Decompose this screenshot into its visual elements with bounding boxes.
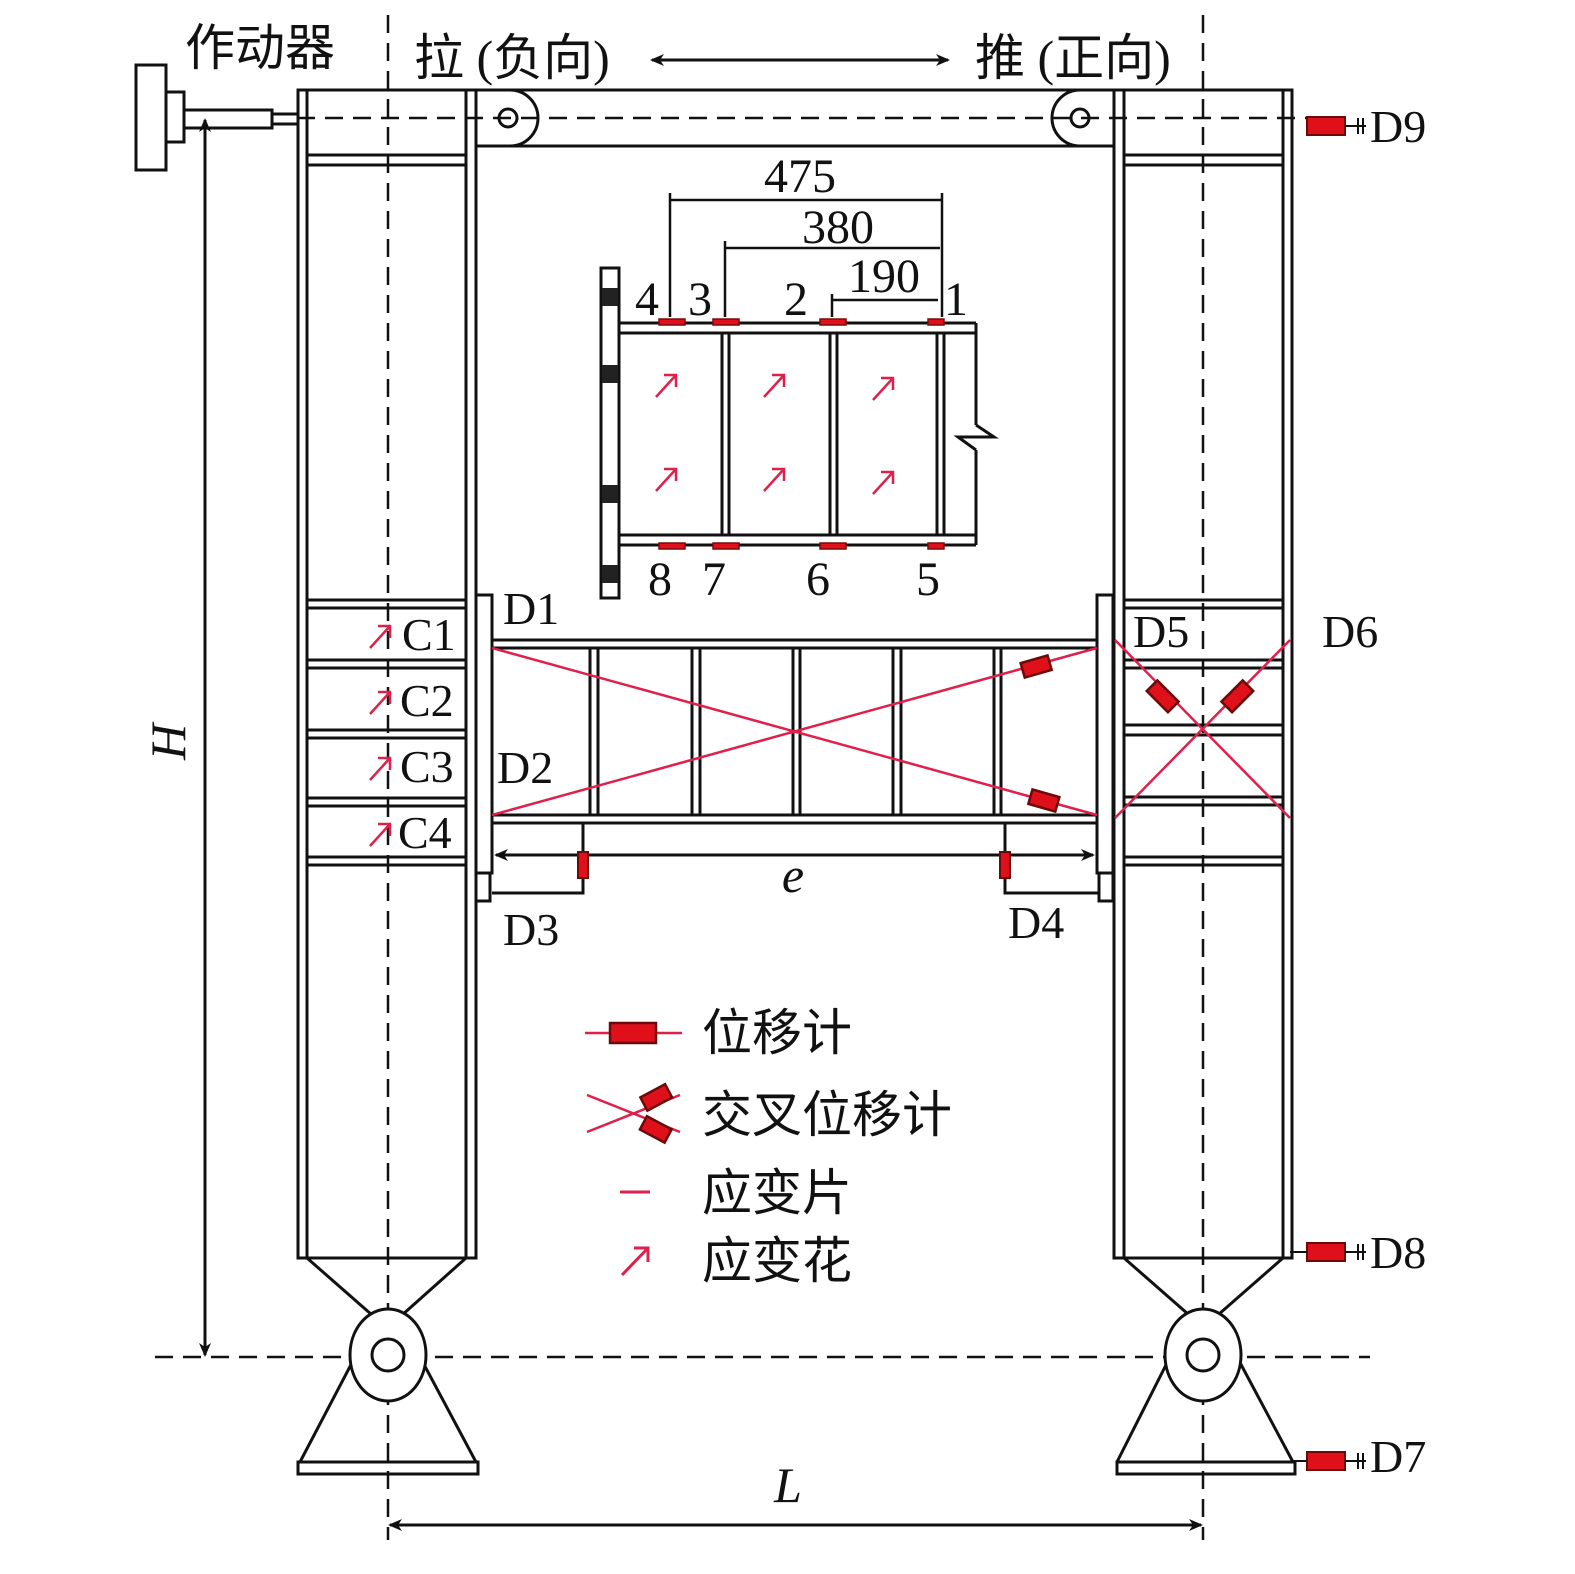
right-column [1112, 88, 1294, 1260]
d3-label: D3 [503, 904, 559, 955]
d8-label: D8 [1370, 1227, 1426, 1278]
rosette-c3-label: C3 [400, 741, 454, 792]
d7-meter-icon [1293, 1451, 1366, 1471]
dimension-475: 475 [764, 150, 836, 203]
link-cross-lines [491, 646, 1098, 817]
inset-rosettes [655, 373, 895, 495]
rosette-c2-label: C2 [400, 675, 454, 726]
actuator-label: 作动器 [185, 20, 335, 76]
height-dimension-label: H [140, 721, 196, 761]
d1-label: D1 [503, 583, 559, 634]
gauge-1-label: 1 [944, 273, 968, 326]
gauge-6-label: 6 [806, 553, 830, 606]
dimension-380: 380 [802, 201, 874, 254]
legend-displacement-meter-icon [585, 1021, 682, 1045]
column-rosettes [369, 624, 392, 847]
d5-label: D5 [1133, 606, 1189, 657]
inset-strain-gauges [658, 318, 945, 550]
gauge-8-label: 8 [648, 553, 672, 606]
column-cross-meters [1144, 678, 1256, 715]
span-dimension-label: L [773, 1457, 802, 1513]
column-cross-lines [1114, 639, 1291, 819]
left-hinge [296, 1256, 480, 1476]
shear-link-specimen [474, 593, 1115, 903]
e-dimension-label: e [782, 847, 804, 903]
d3-meter [492, 823, 589, 895]
d9-label: D9 [1370, 101, 1426, 152]
legend-cross-displacement-meter-label: 交叉位移计 [702, 1087, 952, 1143]
gauge-5-label: 5 [916, 553, 940, 606]
inset-bolts [602, 288, 618, 583]
legend-cross-displacement-meter-icon [586, 1082, 681, 1145]
gauge-3-label: 3 [688, 273, 712, 326]
rosette-c1-label: C1 [402, 609, 456, 660]
legend: 位移计 交叉位移计 应变片 应变花 [585, 1005, 952, 1289]
d8-meter-icon [1290, 1242, 1366, 1262]
d7-label: D7 [1370, 1431, 1426, 1482]
inset-link-detail [599, 266, 999, 600]
d2-label: D2 [497, 742, 553, 793]
d4-label: D4 [1008, 897, 1064, 948]
right-hinge [1115, 1256, 1297, 1476]
d9-meter-icon [1306, 116, 1366, 136]
push-direction-label: 推 (正向) [975, 30, 1171, 86]
left-column [296, 88, 478, 1260]
legend-strain-rosette-label: 应变花 [702, 1233, 852, 1289]
rosette-c4-label: C4 [398, 807, 452, 858]
legend-strain-gauge-label: 应变片 [702, 1165, 852, 1221]
gauge-2-label: 2 [784, 273, 808, 326]
link-cross-meters [1019, 653, 1061, 814]
gauge-7-label: 7 [702, 553, 726, 606]
top-link-beam [476, 88, 1114, 148]
actuator-icon [134, 63, 300, 172]
d6-label: D6 [1322, 606, 1378, 657]
gauge-4-label: 4 [635, 273, 659, 326]
legend-strain-rosette-icon [620, 1246, 650, 1277]
pull-direction-label: 拉 (负向) [414, 30, 610, 86]
d4-meter [999, 823, 1099, 895]
dimension-190: 190 [848, 250, 920, 303]
inset-dimension-lines [668, 193, 944, 317]
legend-displacement-meter-label: 位移计 [702, 1005, 852, 1061]
